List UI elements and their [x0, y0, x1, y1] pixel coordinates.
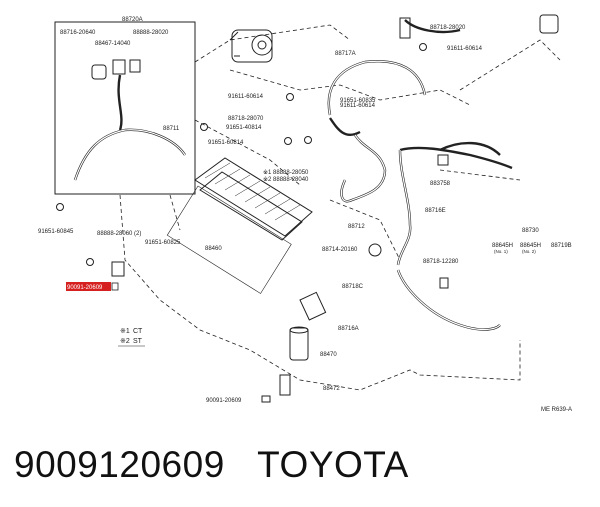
part-label: 88718-28020	[430, 25, 466, 31]
part-label: 91651-60814	[208, 140, 244, 146]
part-label: 88718C	[342, 284, 364, 290]
condenser	[166, 157, 313, 294]
highlighted-part-label: 90091-20609	[67, 285, 103, 291]
part-label: 88888-28060 (2)	[97, 231, 141, 237]
diagram-code: ME R639-A	[541, 407, 572, 413]
part-label: 88645H	[520, 243, 541, 249]
small-parts	[56, 14, 559, 403]
part-label: 88730	[522, 228, 539, 234]
compressor	[229, 29, 273, 63]
brand-name: TOYOTA	[257, 444, 409, 485]
part-label: (No. 1)	[494, 249, 508, 254]
part-label: 91651-60835	[340, 98, 376, 104]
part-label: 88719B	[551, 243, 572, 249]
receiver-dryer	[289, 291, 327, 361]
part-label: 88470	[320, 352, 337, 358]
legend-code-2: ST	[133, 338, 143, 345]
part-label: 88714-20160	[322, 247, 358, 253]
part-label: ※2 88888-28040	[263, 176, 309, 183]
part-label: 91611-60614	[447, 46, 483, 52]
part-label: 91611-60614	[228, 94, 264, 100]
part-label: 88645H	[492, 243, 513, 249]
part-label: ※1 88888-28050	[263, 169, 309, 176]
part-label: 91651-60825	[145, 240, 181, 246]
part-label: 88467-14040	[95, 41, 131, 47]
parts-diagram: 88720A 88716-20640 88467-14040 88888-280…	[38, 14, 572, 413]
part-number: 9009120609	[14, 444, 225, 485]
legend-mark-1: ※1	[120, 328, 130, 335]
part-label: 88712	[348, 224, 365, 230]
inset-box	[54, 21, 196, 195]
part-label: 91611-60614	[340, 103, 376, 109]
part-label: 91651-40814	[226, 125, 262, 131]
part-label: 88718-12280	[423, 259, 459, 265]
part-label: 88888-28020	[133, 30, 169, 36]
part-label: (No. 2)	[522, 249, 536, 254]
part-label: 88716-20640	[60, 30, 96, 36]
part-label: 91651-60845	[38, 229, 74, 235]
group-label: 88720A	[122, 17, 143, 23]
dashed-leaders	[119, 24, 561, 391]
legend-code-1: CT	[133, 328, 143, 335]
part-label: 883758	[430, 181, 451, 187]
part-label: 90091-20609	[206, 398, 242, 404]
legend: ※1 CT ※2 ST	[118, 328, 145, 347]
part-labels: 88720A 88716-20640 88467-14040 88888-280…	[38, 17, 572, 413]
part-label: 88716A	[338, 326, 359, 332]
part-label: 88711	[163, 126, 180, 132]
part-label: 88460	[205, 246, 222, 252]
part-label: 88716E	[425, 208, 446, 214]
part-label: 88718-28070	[228, 116, 264, 122]
part-label: 88472	[323, 386, 340, 392]
part-caption: 9009120609 TOYOTA	[14, 444, 409, 486]
legend-mark-2: ※2	[120, 338, 130, 345]
part-label: 88717A	[335, 51, 356, 57]
highlighted-part: 90091-20609	[66, 282, 119, 291]
